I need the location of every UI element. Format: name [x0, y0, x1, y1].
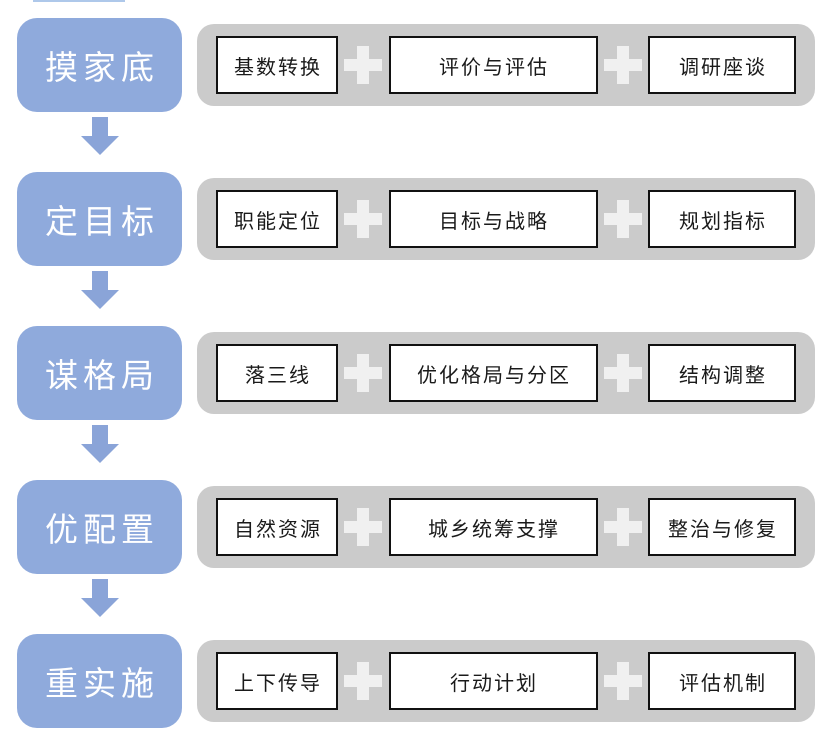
- steps-bar: 基数转换 评价与评估 调研座谈: [197, 24, 815, 106]
- plus-icon: [344, 354, 383, 392]
- stage-box: 重实施: [17, 634, 182, 728]
- plus-icon: [603, 200, 642, 238]
- plus-icon: [344, 200, 383, 238]
- stage-row-2: 定目标 职能定位 目标与战略 规划指标: [0, 172, 837, 266]
- step-box: 评价与评估: [388, 36, 598, 94]
- stage-row-3: 谋格局 落三线 优化格局与分区 结构调整: [0, 326, 837, 420]
- cropped-shape-edge: [33, 0, 125, 2]
- stage-row-1: 摸家底 基数转换 评价与评估 调研座谈: [0, 18, 837, 112]
- plus-icon: [603, 46, 642, 84]
- step-box: 评估机制: [648, 652, 796, 710]
- stage-box: 优配置: [17, 480, 182, 574]
- arrow-gap: [0, 112, 837, 172]
- step-box: 基数转换: [216, 36, 338, 94]
- plus-icon: [603, 354, 642, 392]
- plus-icon: [603, 662, 642, 700]
- step-box: 上下传导: [216, 652, 338, 710]
- step-box: 目标与战略: [388, 190, 598, 248]
- step-box: 规划指标: [648, 190, 796, 248]
- down-arrow-icon: [81, 425, 119, 480]
- step-box: 调研座谈: [648, 36, 796, 94]
- stage-box: 谋格局: [17, 326, 182, 420]
- plus-icon: [344, 46, 383, 84]
- steps-bar: 落三线 优化格局与分区 结构调整: [197, 332, 815, 414]
- plus-icon: [344, 662, 383, 700]
- down-arrow-icon: [81, 271, 119, 326]
- down-arrow-icon: [81, 579, 119, 634]
- steps-bar: 自然资源 城乡统筹支撑 整治与修复: [197, 486, 815, 568]
- plus-icon: [344, 508, 383, 546]
- flow-diagram: 摸家底 基数转换 评价与评估 调研座谈 定目标 职能定位 目标与战略 规划指标 …: [0, 18, 837, 728]
- down-arrow-icon: [81, 117, 119, 172]
- step-box: 优化格局与分区: [388, 344, 598, 402]
- steps-bar: 职能定位 目标与战略 规划指标: [197, 178, 815, 260]
- step-box: 职能定位: [216, 190, 338, 248]
- step-box: 自然资源: [216, 498, 338, 556]
- plus-icon: [603, 508, 642, 546]
- stage-row-4: 优配置 自然资源 城乡统筹支撑 整治与修复: [0, 480, 837, 574]
- stage-box: 定目标: [17, 172, 182, 266]
- step-box: 城乡统筹支撑: [388, 498, 598, 556]
- arrow-gap: [0, 574, 837, 634]
- stage-box: 摸家底: [17, 18, 182, 112]
- arrow-gap: [0, 420, 837, 480]
- arrow-gap: [0, 266, 837, 326]
- step-box: 整治与修复: [648, 498, 796, 556]
- stage-row-5: 重实施 上下传导 行动计划 评估机制: [0, 634, 837, 728]
- steps-bar: 上下传导 行动计划 评估机制: [197, 640, 815, 722]
- step-box: 结构调整: [648, 344, 796, 402]
- step-box: 落三线: [216, 344, 338, 402]
- step-box: 行动计划: [388, 652, 598, 710]
